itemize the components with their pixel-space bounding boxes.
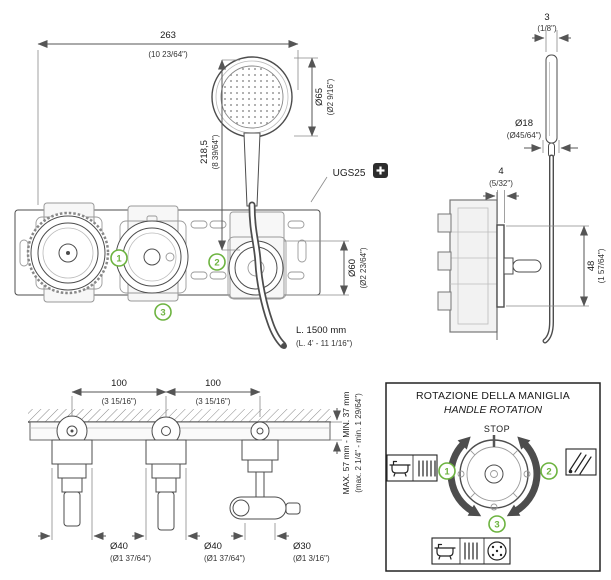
dim-height-218: 218,5 (8 39/64") xyxy=(199,59,240,251)
plan-view: 100 (3 15/16") 100 (3 15/16") MAX. 57 mm… xyxy=(28,378,363,563)
rotation-callout-1: 1 xyxy=(438,462,456,480)
valve-2-plan xyxy=(145,416,187,531)
valve1-dia-in: (Ø1 37/64") xyxy=(110,554,151,563)
model-code-text: UGS25 xyxy=(333,168,366,179)
dim-outlet-diameter: Ø30 (Ø1 3/16") xyxy=(231,523,330,563)
callout-2: 2 xyxy=(208,253,226,271)
model-code-label: UGS25 xyxy=(310,163,388,203)
outlet-dia-mm: Ø30 xyxy=(293,541,311,552)
dim-width-in: (10 23/64") xyxy=(148,50,188,59)
rotate-left-arrow xyxy=(447,436,482,517)
side-view: 3 (1/8") Ø18 (Ø45/64") 4 (5/32") 48 xyxy=(437,12,606,344)
valve2-dia-mm: Ø40 xyxy=(204,541,222,552)
function-icons-left xyxy=(386,454,438,482)
hose-length-mm: L. 1500 mm xyxy=(296,325,346,336)
middle-valve-handle xyxy=(115,215,189,294)
dim-thickness-in: (1/8") xyxy=(537,24,557,33)
dim-holder-mm: Ø18 xyxy=(515,118,533,129)
dim-plate-in: (5/32") xyxy=(489,179,513,188)
svg-text:1: 1 xyxy=(116,254,122,265)
hose-length-label: L. 1500 mm (L. 4' - 11 1/16") xyxy=(296,325,353,348)
valve-1-plan xyxy=(51,415,93,527)
dim-plate-mm: 4 xyxy=(498,166,503,177)
left-valve-handle xyxy=(26,211,110,295)
wall-hatch xyxy=(28,409,331,422)
svg-text:1: 1 xyxy=(444,467,450,478)
svg-text:2: 2 xyxy=(546,467,551,478)
dim-trim-mm: Ø60 xyxy=(347,259,358,277)
dim-spacing-left-in: (3 15/16") xyxy=(102,397,137,406)
spout-streams-icon xyxy=(464,542,478,560)
dim-head-in: (Ø2 9/16") xyxy=(326,78,335,115)
dim-depth-mm: 48 xyxy=(586,261,597,272)
dim-height-in: (8 39/64") xyxy=(211,134,220,169)
handshower xyxy=(211,56,293,207)
svg-text:3: 3 xyxy=(160,308,165,319)
dim-spacing-right-mm: 100 xyxy=(205,378,221,389)
handle-side xyxy=(503,257,542,275)
callout-3: 3 xyxy=(154,303,172,321)
trim-plate-side xyxy=(496,224,505,308)
shower-hose xyxy=(248,201,287,349)
dim-holder-in: (Ø45/64") xyxy=(507,131,542,140)
dim-depth-in: (1 57/64") xyxy=(597,248,606,283)
rotation-title-it: ROTAZIONE DELLA MANIGLIA xyxy=(416,390,570,402)
shower-hose-side xyxy=(542,154,554,344)
dim-handle-depth: 48 (1 57/64") xyxy=(506,225,606,307)
front-view: 263 (10 23/64") 218,5 (8 39/64") Ø65 (Ø2… xyxy=(14,30,388,349)
outlet-dia-in: (Ø1 3/16") xyxy=(293,554,330,563)
dim-width-263: 263 (10 23/64") xyxy=(37,30,299,205)
hose-length-in: (L. 4' - 11 1/16") xyxy=(296,339,353,348)
outlet-plan xyxy=(229,421,301,520)
dim-head-mm: Ø65 xyxy=(314,88,325,106)
spout-streams-icon xyxy=(418,460,436,477)
dim-spacing-left: 100 (3 15/16") xyxy=(71,378,167,417)
depth-range-in: (max. 2 1/4" - min. 1 29/64") xyxy=(354,393,363,493)
rotation-panel: ROTAZIONE DELLA MANIGLIA HANDLE ROTATION… xyxy=(385,382,601,572)
dim-spacing-left-mm: 100 xyxy=(111,378,127,389)
callout-1: 1 xyxy=(110,249,128,267)
dim-holder-diameter: Ø18 (Ø45/64") xyxy=(507,118,578,153)
plus-icon xyxy=(373,163,388,178)
bathtub-icon xyxy=(389,460,411,477)
dim-head-thickness: 3 (1/8") xyxy=(532,12,571,52)
dim-spacing-right-in: (3 15/16") xyxy=(196,397,231,406)
rotation-title-en: HANDLE ROTATION xyxy=(444,404,543,416)
dim-valve1-diameter: Ø40 (Ø1 37/64") xyxy=(38,468,151,563)
dim-spacing-right: 100 (3 15/16") xyxy=(165,378,261,417)
svg-text:2: 2 xyxy=(214,258,219,269)
dim-thickness-mm: 3 xyxy=(544,12,549,23)
function-icons-bottom xyxy=(431,537,511,565)
valve2-dia-in: (Ø1 37/64") xyxy=(204,554,245,563)
valve1-dia-mm: Ø40 xyxy=(110,541,128,552)
handshower-side-profile xyxy=(545,54,558,158)
dim-height-mm: 218,5 xyxy=(199,140,210,164)
rotation-callout-2: 2 xyxy=(540,462,558,480)
rough-in-body xyxy=(437,199,498,333)
function-icon-right xyxy=(565,448,597,476)
handle-dial xyxy=(457,435,531,511)
stop-label: STOP xyxy=(484,424,510,434)
dim-head-diameter: Ø65 (Ø2 9/16") xyxy=(294,57,335,137)
dim-trim-in: (Ø2 23/64") xyxy=(359,247,368,288)
svg-text:3: 3 xyxy=(494,520,499,531)
dim-width-mm: 263 xyxy=(160,30,176,41)
rotate-right-arrow xyxy=(506,436,541,517)
depth-range-mm: MAX. 57 mm - MIN. 37 mm xyxy=(341,392,351,495)
bathtub-icon xyxy=(434,543,456,560)
rotation-callout-3: 3 xyxy=(488,515,506,533)
dim-plate-thickness: 4 (5/32") xyxy=(483,166,519,223)
dim-valve2-diameter: Ø40 (Ø1 37/64") xyxy=(132,468,245,563)
dim-trim-diameter: Ø60 (Ø2 23/64") xyxy=(284,240,368,296)
handshower-handle xyxy=(243,132,261,207)
overhead-shower-icon xyxy=(487,541,507,561)
dim-depth-range: MAX. 57 mm - MIN. 37 mm (max. 2 1/4" - m… xyxy=(330,392,363,495)
handshower-spray-icon xyxy=(568,452,592,475)
